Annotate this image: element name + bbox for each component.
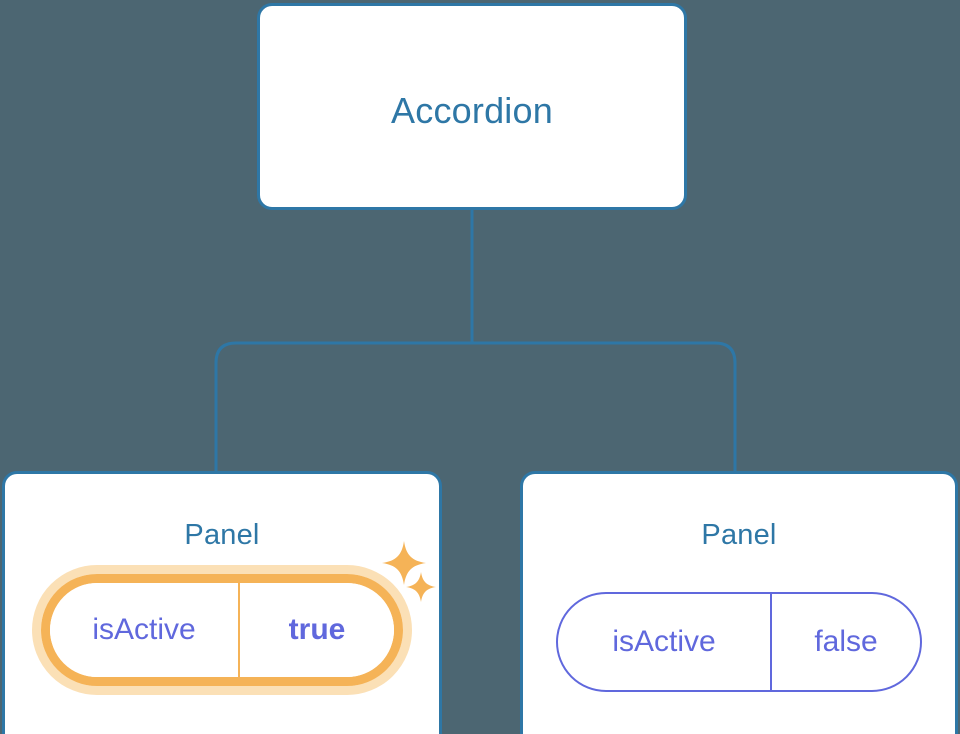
prop-pill-halo [32, 565, 412, 695]
prop-name: isActive [612, 625, 716, 658]
prop-value: true [238, 583, 394, 677]
prop-pill-active[interactable]: isActive true [32, 565, 412, 695]
prop-value: false [770, 594, 920, 690]
prop-pill-inner: isActive true [50, 583, 394, 677]
node-accordion[interactable]: Accordion [257, 3, 687, 210]
connector-branch-bus [214, 341, 737, 471]
prop-name: isActive [92, 613, 196, 646]
accordion-node-title: Accordion [391, 90, 553, 131]
panel-node-title: Panel [701, 519, 777, 551]
panel-node-title: Panel [184, 519, 260, 551]
prop-pill-inactive[interactable]: isActive false [556, 592, 922, 692]
